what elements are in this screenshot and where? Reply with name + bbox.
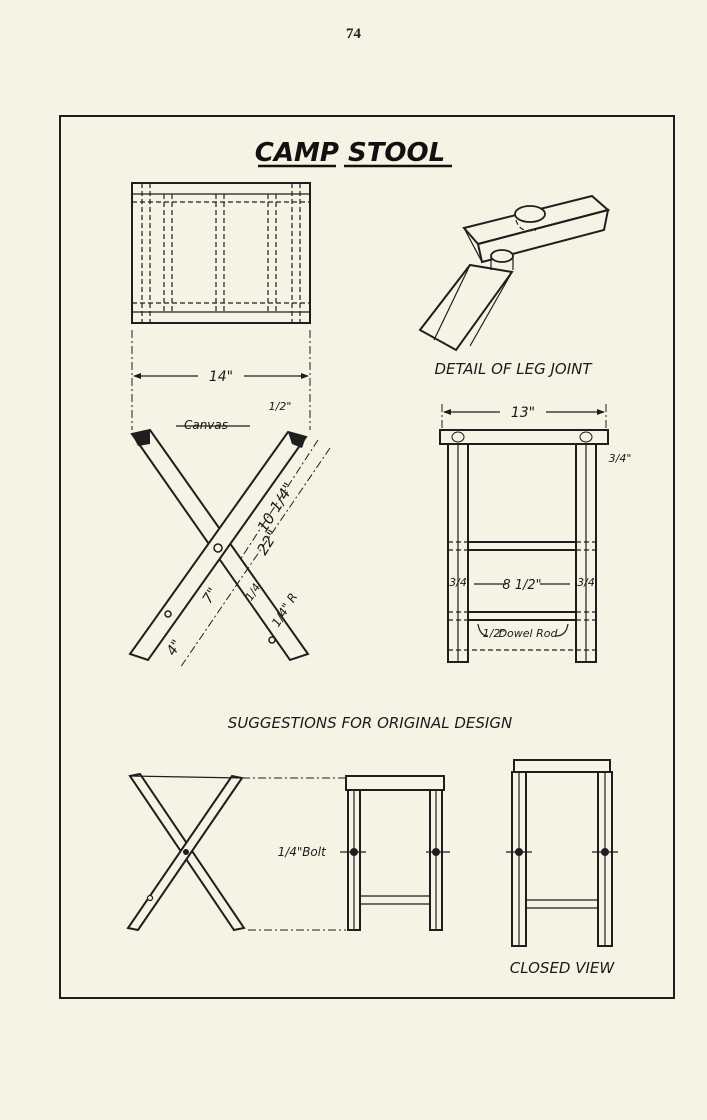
label-canvas: Canvas (184, 418, 228, 432)
front-view: 13" 3/4" 3/4 3/4 8 1/2" 1/2" Dowel Rod (439, 404, 632, 663)
dim-leg-width-right: 3/4 (577, 576, 595, 589)
dim-dowel: 1/2" (483, 627, 506, 640)
leg-joint-detail: DETAIL OF LEG JOINT (418, 194, 611, 378)
dim-inner-width: 8 1/2" (502, 578, 541, 593)
label-suggestions: SUGGESTIONS FOR ORIGINAL DESIGN (228, 714, 512, 732)
closed-view: CLOSED VIEW (506, 759, 618, 977)
page-number: 74 (346, 26, 361, 42)
dim-rail-thickness: 3/4" (609, 452, 632, 465)
dimension-top-width: 14" (131, 330, 311, 430)
suggestion-front-view: 1/4" Bolt (278, 775, 450, 931)
dim-leg-width-left: 3/4 (449, 576, 467, 589)
top-view (131, 182, 311, 324)
dim-label-14: 14" (209, 369, 233, 385)
dim-leg-length: 22" (253, 527, 282, 559)
dim-label-13: 13" (511, 405, 535, 421)
dim-canvas-thickness: 1/2" (269, 400, 292, 413)
suggestion-side-view (126, 772, 346, 932)
drawing-title: CAMP STOOL (255, 138, 445, 168)
side-view: Canvas 1/2" 10 1/4" 22" 7" 4" 1/4 1/4" R (128, 400, 331, 669)
dim-bolt: 1/4" (278, 845, 303, 859)
dim-lower-4: 4" (164, 637, 186, 659)
label-closed-view: CLOSED VIEW (510, 959, 616, 977)
label-dowel-rod: Dowel Rod (499, 627, 559, 640)
dim-lower-7: 7" (200, 585, 222, 607)
label-bolt: Bolt (302, 845, 327, 859)
plate-border (59, 115, 675, 999)
label-detail-leg-joint: DETAIL OF LEG JOINT (434, 360, 593, 378)
